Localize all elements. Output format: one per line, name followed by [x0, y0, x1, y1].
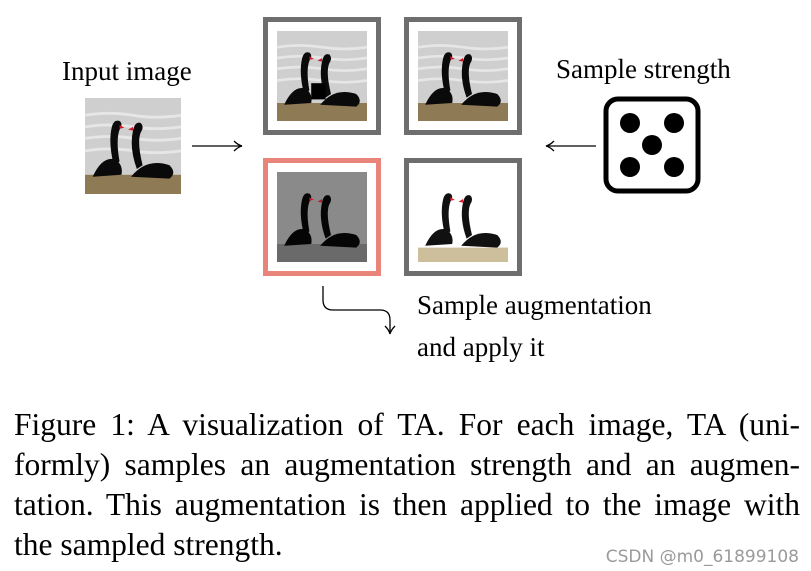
caption-line: Figure 1: A visualization of TA. For eac… [14, 407, 800, 442]
sample-augmentation-label-line1: Sample augmentation [417, 290, 652, 320]
augmentation-option-identity [404, 17, 522, 135]
swan-image-identity [418, 31, 508, 121]
sample-augmentation-label-line2: and apply it [417, 332, 545, 362]
figure-diagram: Input image [62, 17, 731, 362]
augmentation-option-brightness [404, 158, 522, 276]
sample-strength-label: Sample strength [556, 54, 731, 84]
watermark: CSDN @m0_61899108 [605, 547, 799, 567]
input-image [85, 98, 181, 194]
dice-icon [603, 96, 701, 194]
augmentation-option-cutout [263, 17, 381, 135]
caption-line: the sampled strength. [14, 527, 283, 562]
swan-image-brightness [418, 172, 508, 262]
sample-arrow-icon [322, 286, 396, 335]
swan-image-posterize [277, 172, 367, 262]
input-arrow-icon [192, 140, 243, 152]
swan-image [85, 98, 181, 194]
caption-line: tation. This augmentation is then applie… [14, 487, 800, 522]
figure-caption: Figure 1: A visualization of TA. For eac… [14, 405, 800, 565]
input-image-label: Input image [62, 56, 192, 86]
augmentation-option-selected-posterize [263, 158, 381, 276]
strength-arrow-icon [545, 140, 596, 152]
caption-line: formly) samples an augmentation strength… [14, 447, 800, 482]
swan-image-cutout [277, 31, 367, 121]
